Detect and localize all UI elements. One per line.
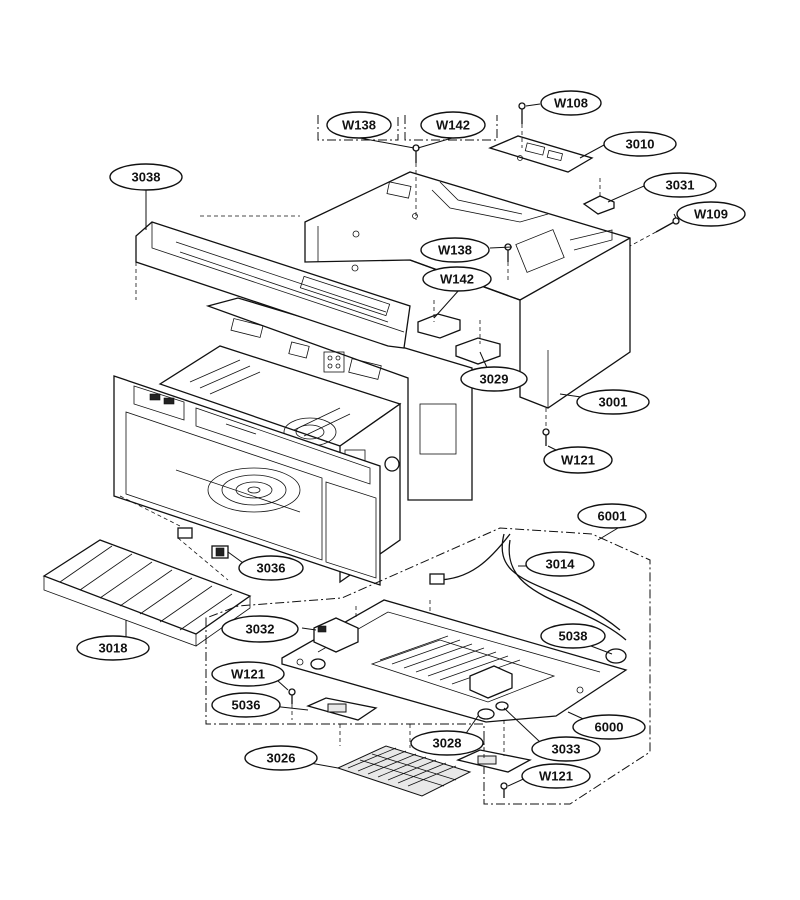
bracket-5036 [306,697,378,721]
callout-text: W121 [561,453,595,468]
callout-text: 3033 [552,742,581,757]
callout-3026: 3026 [244,745,318,771]
callout-3014: 3014 [525,551,595,577]
callout-text: 6000 [595,720,624,735]
callout-text: 3010 [626,137,655,152]
screw-w121-left [288,688,296,704]
callout-3018: 3018 [76,635,150,661]
callout-text: 3001 [599,395,628,410]
callout-text: 6001 [598,509,627,524]
screw-w108 [518,102,526,124]
control-bracket-3010 [488,135,594,173]
callout-5038: 5038 [540,623,606,649]
keypad [323,351,345,373]
screw-w121-bottom [500,782,508,798]
component-3032 [310,617,359,670]
callout-text: 3032 [246,622,275,637]
screw-w109 [655,217,680,233]
callout-3010: 3010 [603,131,677,157]
callout-3032: 3032 [221,615,299,643]
control-panel-3038 [135,221,411,349]
callout-text: W121 [231,667,265,682]
callout-text: W109 [694,207,728,222]
tray-3018 [42,539,252,647]
callout-3001: 3001 [576,389,650,415]
callout-text: 3036 [257,561,286,576]
base-plate [281,599,628,723]
callout-text: W142 [440,272,474,287]
callout-3028: 3028 [410,730,484,756]
callout-w138-top: W138 [326,111,392,139]
callout-text: 3026 [267,751,296,766]
callout-w121-bottom: W121 [521,763,591,789]
bracket-3033 [456,749,532,773]
callout-text: 3029 [480,372,509,387]
callout-text: 3038 [132,170,161,185]
callout-text: 3031 [666,178,695,193]
callout-text: 5036 [232,698,261,713]
callout-text: 3018 [99,641,128,656]
callout-w142-top: W142 [420,111,486,139]
callout-text: 5038 [559,629,588,644]
callout-text: 3028 [433,736,462,751]
grease-filter-3026 [336,745,472,797]
callout-6001: 6001 [577,503,647,529]
callout-5036: 5036 [211,692,281,718]
fastener-group-box-top [317,115,498,141]
callout-text: W108 [554,96,588,111]
callout-w108: W108 [540,90,602,116]
callout-3038: 3038 [109,163,183,191]
callout-w121-left: W121 [211,661,285,687]
bracket-w142 [417,313,501,365]
front-frame [113,375,381,586]
callout-6000: 6000 [572,714,646,740]
screw-w121-mid [542,428,550,446]
callout-text: 3014 [546,557,576,572]
callout-w121-mid: W121 [543,446,613,474]
bracket-3031 [582,195,615,215]
callout-3029: 3029 [460,366,528,392]
wire-harness-3014 [429,533,627,664]
assembly-guide-lines [119,124,657,760]
callout-text: W138 [438,243,472,258]
callout-text: W121 [539,769,573,784]
switch-3036 [177,527,229,559]
callout-3033: 3033 [531,736,601,762]
callout-3031: 3031 [643,172,717,198]
outer-cabinet-3001 [304,171,631,409]
callout-w142-mid: W142 [422,266,492,292]
callout-3036: 3036 [238,555,304,581]
component-3028 [469,665,513,720]
callout-text: W138 [342,118,376,133]
callout-w138-mid: W138 [420,237,490,263]
callout-text: W142 [436,118,470,133]
callout-w109: W109 [676,201,746,227]
